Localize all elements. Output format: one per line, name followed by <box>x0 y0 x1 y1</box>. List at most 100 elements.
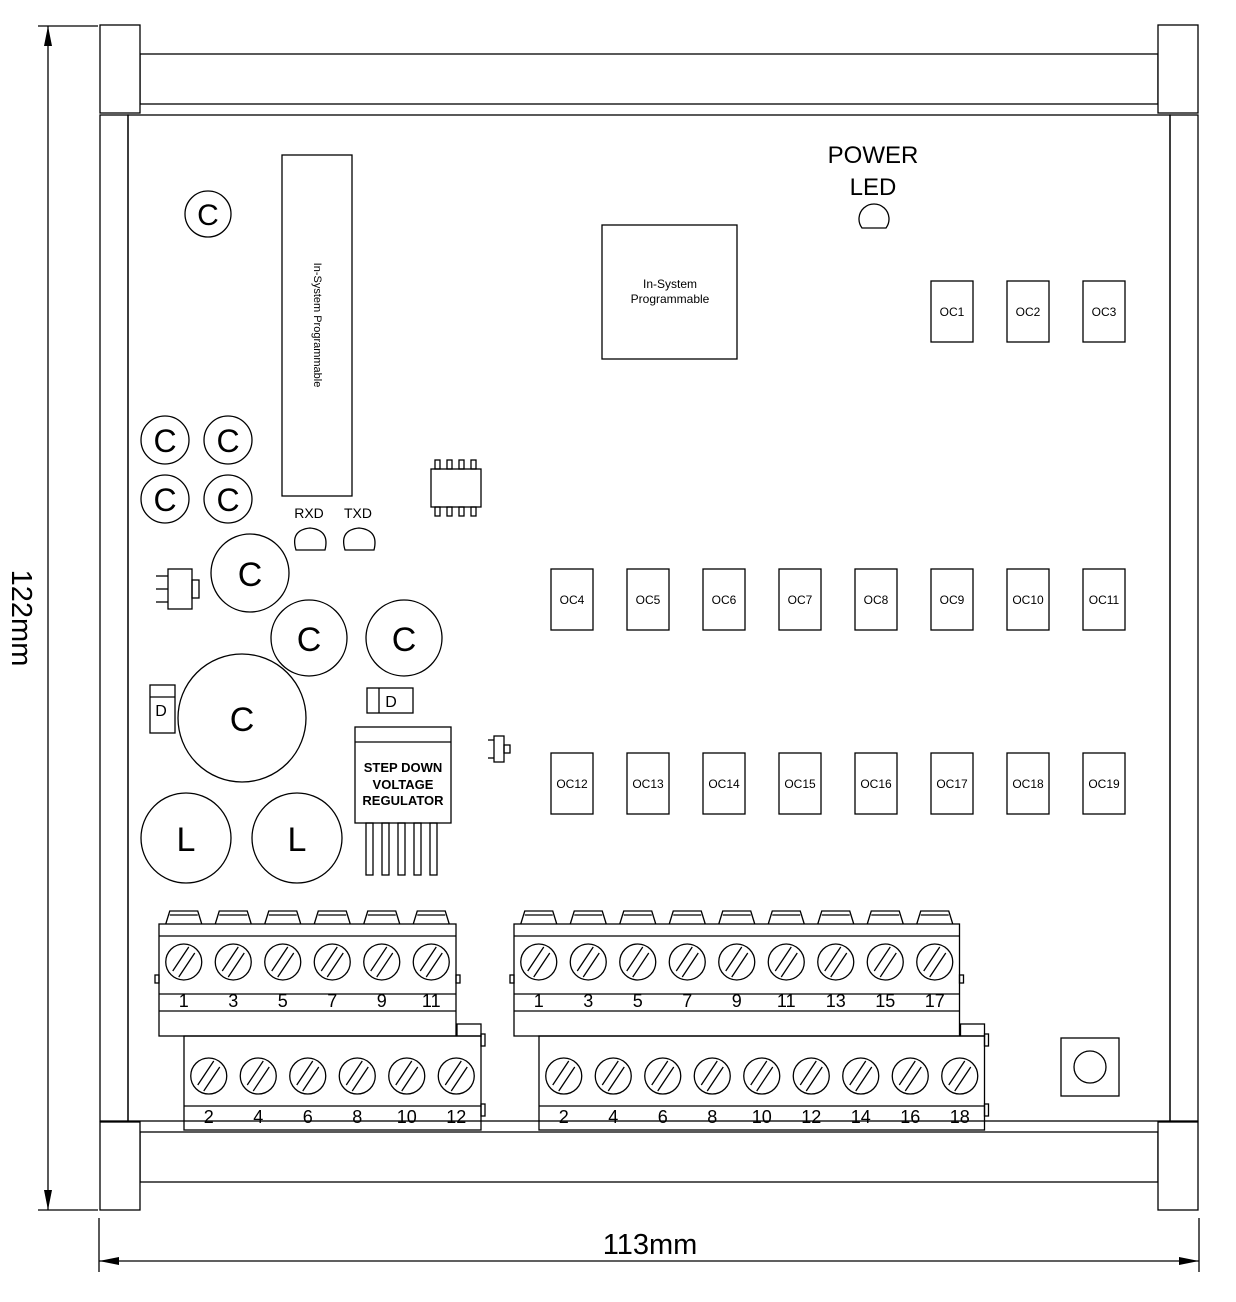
optocoupler: OC9 <box>930 568 974 631</box>
terminal-number: 8 <box>352 1107 362 1127</box>
optocoupler-label: OC5 <box>636 593 661 607</box>
optocoupler: OC3 <box>1082 280 1126 343</box>
terminal-number: 16 <box>900 1107 920 1127</box>
terminal-screw <box>668 943 706 981</box>
terminal-screw <box>941 1057 979 1095</box>
optocoupler: OC6 <box>702 568 746 631</box>
terminal-screw <box>891 1057 929 1095</box>
isp-chip: In-System Programmable <box>601 224 738 360</box>
terminal-number: 1 <box>179 991 189 1011</box>
transistor-left <box>156 568 200 610</box>
inductor-label: L <box>177 821 196 859</box>
optocoupler-label: OC13 <box>632 777 664 791</box>
optocoupler-label: OC9 <box>940 593 965 607</box>
terminal-screw <box>767 943 805 981</box>
terminal-screw <box>545 1057 583 1095</box>
capacitor-label: C <box>153 423 176 459</box>
terminal-number: 11 <box>777 991 796 1011</box>
optocoupler-label: OC15 <box>784 777 816 791</box>
optocoupler: OC13 <box>626 752 670 815</box>
optocoupler-label: OC2 <box>1016 305 1041 319</box>
terminal-screw <box>644 1057 682 1095</box>
terminal-number: 9 <box>377 991 387 1011</box>
voltage-regulator: STEP DOWN VOLTAGE REGULATOR <box>354 726 452 876</box>
optocoupler-label: OC14 <box>708 777 740 791</box>
optocoupler-label: OC17 <box>936 777 968 791</box>
reset-button <box>1060 1037 1120 1097</box>
terminal-screw <box>165 943 203 981</box>
isp-vertical-label: In-System Programmable <box>311 263 323 388</box>
isp-chip-line1: In-System <box>643 277 697 291</box>
capacitor-label: C <box>392 621 417 659</box>
terminal-screw <box>214 943 252 981</box>
capacitor-label: C <box>230 701 255 739</box>
terminal-number: 14 <box>851 1107 871 1127</box>
optocoupler: OC10 <box>1006 568 1050 631</box>
optocoupler: OC4 <box>550 568 594 631</box>
terminal-screw <box>718 943 756 981</box>
optocoupler-label: OC7 <box>788 593 813 607</box>
terminal-number: 8 <box>707 1107 717 1127</box>
optocoupler: OC16 <box>854 752 898 815</box>
optocoupler: OC2 <box>1006 280 1050 343</box>
optocoupler-label: OC12 <box>556 777 588 791</box>
capacitor-label: C <box>297 621 322 659</box>
terminal-number: 12 <box>446 1107 466 1127</box>
isp-chip-line2: Programmable <box>631 292 710 306</box>
diode-horizontal: D <box>366 687 414 714</box>
optocoupler-label: OC8 <box>864 593 889 607</box>
optocoupler: OC5 <box>626 568 670 631</box>
regulator-line3: REGULATOR <box>362 793 444 808</box>
terminal-screw <box>190 1057 228 1095</box>
terminal-number: 2 <box>204 1107 214 1127</box>
inductor-label: L <box>288 821 307 859</box>
optocoupler: OC11 <box>1082 568 1126 631</box>
optocoupler-label: OC11 <box>1089 593 1120 607</box>
height-label: 122mm <box>5 570 37 667</box>
optocoupler: OC15 <box>778 752 822 815</box>
terminal-number: 3 <box>228 991 238 1011</box>
terminal-number: 2 <box>559 1107 569 1127</box>
optocoupler: OC19 <box>1082 752 1126 815</box>
terminal-screw <box>916 943 954 981</box>
terminal-number: 4 <box>608 1107 618 1127</box>
capacitor-label: C <box>197 199 219 232</box>
capacitor-label: C <box>216 423 239 459</box>
terminal-screw <box>412 943 450 981</box>
terminal-number: 13 <box>826 991 846 1011</box>
optocoupler-label: OC3 <box>1092 305 1117 319</box>
terminal-screw <box>313 943 351 981</box>
terminal-screw <box>866 943 904 981</box>
diode-vertical: D <box>149 684 176 734</box>
terminal-screw <box>264 943 302 981</box>
terminal-number: 12 <box>801 1107 821 1127</box>
regulator-line1: STEP DOWN <box>364 760 443 775</box>
optocoupler-label: OC10 <box>1012 593 1044 607</box>
power-led-label-2: LED <box>850 174 897 201</box>
optocoupler-label: OC16 <box>860 777 892 791</box>
height-dimension: 122mm <box>5 25 98 1211</box>
terminal-number: 6 <box>658 1107 668 1127</box>
terminal-number: 5 <box>278 991 288 1011</box>
terminal-screw <box>520 943 558 981</box>
terminal-number: 18 <box>950 1107 970 1127</box>
enclosure <box>99 24 1199 1211</box>
optocoupler: OC18 <box>1006 752 1050 815</box>
optocoupler: OC1 <box>930 280 974 343</box>
terminal-screw <box>289 1057 327 1095</box>
optocoupler: OC17 <box>930 752 974 815</box>
terminal-number: 15 <box>875 991 895 1011</box>
terminal-number: 11 <box>422 991 441 1011</box>
optocoupler: OC8 <box>854 568 898 631</box>
txd-label: TXD <box>344 505 372 521</box>
terminal-number: 4 <box>253 1107 263 1127</box>
rxd-led: RXD <box>293 505 327 551</box>
capacitor-label: C <box>238 556 263 594</box>
optocoupler-label: OC19 <box>1088 777 1120 791</box>
